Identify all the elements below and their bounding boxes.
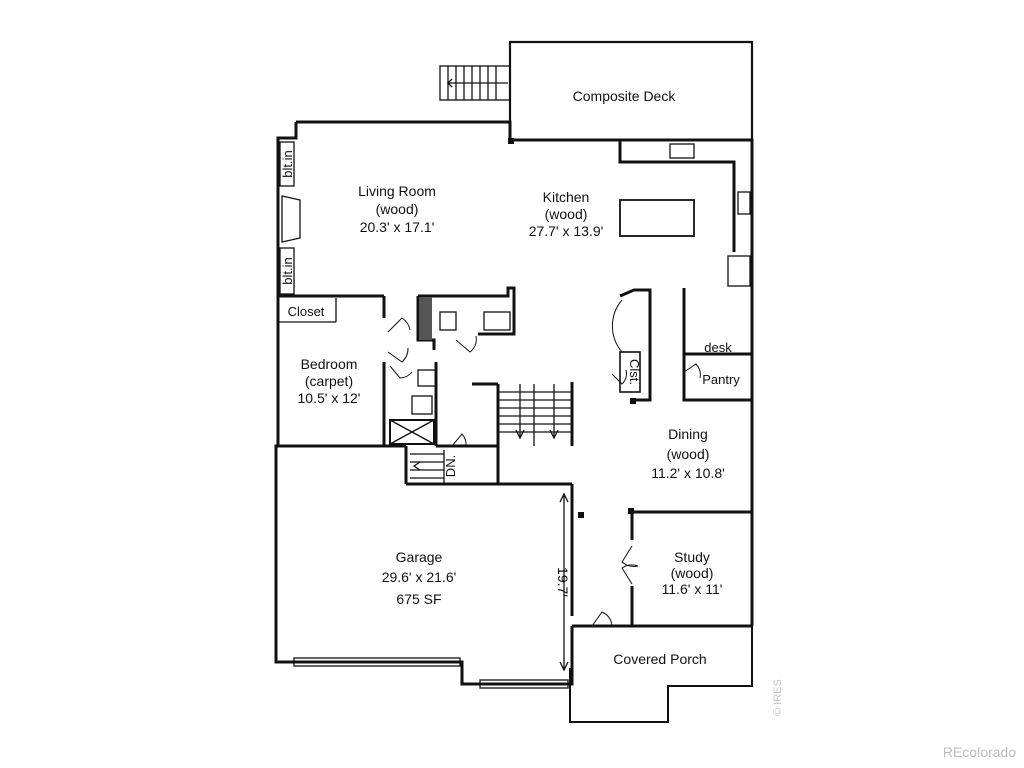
porch-label: Covered Porch bbox=[613, 651, 706, 667]
fixtures bbox=[279, 138, 751, 689]
door-swings bbox=[387, 299, 701, 627]
blt-in-bottom-label: blt.in bbox=[280, 257, 295, 284]
dining-floor: (wood) bbox=[667, 446, 710, 462]
study-name: Study bbox=[674, 549, 710, 565]
interior-walls bbox=[278, 140, 752, 626]
living-room-name: Living Room bbox=[358, 183, 436, 199]
porch-outline bbox=[569, 626, 753, 723]
bedroom-size: 10.5' x 12' bbox=[298, 390, 361, 406]
dining-name: Dining bbox=[668, 426, 708, 442]
basement-stairs bbox=[410, 450, 445, 484]
closet-label: Closet bbox=[288, 304, 325, 319]
garage-size: 29.6' x 21.6' bbox=[382, 569, 457, 585]
pantry-label: Pantry bbox=[702, 372, 740, 387]
blt-in-top-label: blt.in bbox=[280, 150, 295, 177]
stairs-down-label: DN. bbox=[443, 455, 458, 477]
kitchen-name: Kitchen bbox=[543, 189, 590, 205]
dining-size: 11.2' x 10.8' bbox=[651, 465, 725, 481]
garage-dimension-line bbox=[559, 492, 569, 672]
kitchen-floor: (wood) bbox=[545, 206, 588, 222]
garage-name: Garage bbox=[396, 549, 443, 565]
bedroom-name: Bedroom bbox=[301, 356, 358, 372]
bedroom-floor: (carpet) bbox=[305, 373, 353, 389]
living-room-size: 20.3' x 17.1' bbox=[360, 219, 435, 235]
desk-label: desk bbox=[704, 340, 732, 355]
garage-dimension-label: 19.7' bbox=[555, 567, 571, 597]
study-size: 11.6' x 11' bbox=[662, 581, 723, 597]
ires-watermark: © IRES bbox=[772, 679, 784, 716]
main-stairs bbox=[498, 384, 572, 446]
study-floor: (wood) bbox=[671, 565, 714, 581]
closet-clst-label: Clst. bbox=[627, 359, 642, 385]
deck-label: Composite Deck bbox=[573, 88, 677, 104]
garage-area: 675 SF bbox=[396, 591, 441, 607]
living-room-floor: (wood) bbox=[376, 201, 419, 217]
kitchen-size: 27.7' x 13.9' bbox=[529, 223, 604, 239]
deck-outline bbox=[439, 40, 754, 140]
recolorado-watermark: REcolorado bbox=[942, 744, 1016, 760]
